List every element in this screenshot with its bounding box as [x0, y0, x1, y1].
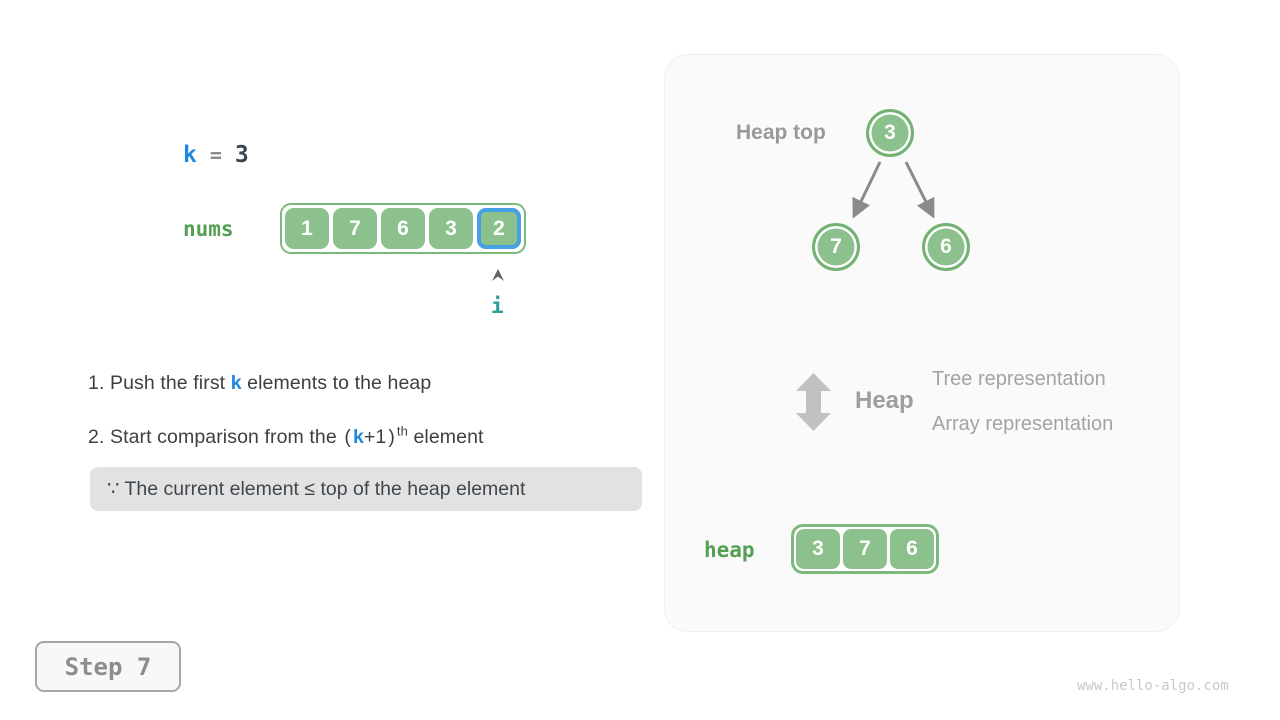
heap-top-label: Heap top: [736, 121, 826, 144]
watermark: www.hello-algo.com: [1077, 678, 1229, 694]
heap-cell: 6: [890, 529, 934, 569]
nums-label: nums: [183, 217, 234, 241]
nums-cell: 7: [333, 208, 377, 249]
tree-node-right: 6: [922, 223, 970, 271]
array-representation-label: Array representation: [932, 413, 1114, 435]
k-value: 3: [234, 142, 249, 168]
heap-cell: 7: [843, 529, 887, 569]
tree-node-root: 3: [866, 109, 914, 157]
index-pointer-label: i: [491, 294, 504, 318]
open-paren: (: [344, 426, 351, 448]
edge-root-to-left: [852, 161, 882, 219]
edge-root-to-right: [904, 161, 935, 219]
step-button[interactable]: Step 7: [35, 641, 181, 692]
tree-edges: [852, 161, 935, 219]
nums-cell-current: 2: [477, 208, 521, 249]
nums-cell: 6: [381, 208, 425, 249]
instruction-line-1: 1. Push the first k elements to the heap: [88, 372, 431, 395]
instruction2-suffix: element: [407, 426, 484, 448]
k-variable-inline: k: [352, 426, 364, 448]
nums-cell: 3: [429, 208, 473, 249]
nums-array: 1 7 6 3 2: [280, 203, 526, 254]
nums-cell: 1: [285, 208, 329, 249]
plus-one: +1: [363, 426, 387, 448]
up-down-arrow-icon: [796, 373, 831, 431]
pointer-caret-icon: [492, 269, 504, 281]
heap-cell: 3: [796, 529, 840, 569]
tree-node-left: 7: [812, 223, 860, 271]
k-variable: k: [183, 142, 197, 168]
tree-representation-label: Tree representation: [932, 368, 1106, 390]
ordinal-superscript: th: [396, 423, 408, 439]
instruction-line-2: 2. Start comparison from the (k+1)th ele…: [88, 423, 484, 449]
heap-array-label: heap: [704, 538, 755, 562]
instruction1-prefix: 1. Push the first: [88, 372, 231, 394]
heap-array: 3 7 6: [791, 524, 939, 574]
heap-legend-title: Heap: [855, 387, 914, 414]
instruction1-suffix: elements to the heap: [241, 372, 432, 394]
heap-panel: Heap top 3 7 6 Heap Tree representation …: [664, 54, 1180, 632]
instruction2-prefix: 2. Start comparison from the: [88, 426, 343, 448]
close-paren: ): [388, 426, 395, 448]
k-variable-inline: k: [230, 372, 242, 394]
condition-note: ∵ The current element ≤ top of the heap …: [90, 467, 642, 511]
equals-sign: =: [209, 143, 222, 167]
k-equation: k = 3: [183, 142, 249, 168]
